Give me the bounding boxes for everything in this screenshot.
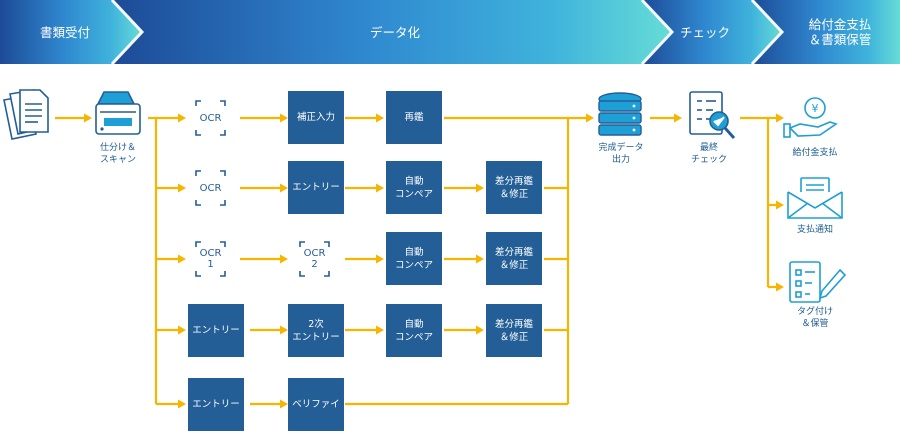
box-diff-review-row2: 差分再鑑 ＆修正	[486, 161, 542, 214]
phase-title-digitization: データ化	[369, 24, 420, 40]
phase-title-payment-storage: 給付金支払 ＆書類保管	[808, 17, 872, 47]
box-diff-review-row3: 差分再鑑 ＆修正	[486, 232, 542, 285]
box-auto-compare-row4: 自動 コンペア	[386, 304, 442, 357]
box-correction-input: 補正入力	[288, 91, 344, 144]
box-auto-compare-row2: 自動 コンペア	[386, 161, 442, 214]
phase-chevron-2	[112, 0, 672, 64]
box-entry-row5: エントリー	[188, 378, 244, 431]
box-verify: ベリファイ	[288, 378, 344, 431]
yen-hand-icon: ¥	[783, 97, 838, 138]
box-second-entry: 2次 エントリー	[288, 304, 344, 357]
phase-banner	[0, 0, 900, 66]
ocr-label-row2: OCR	[199, 182, 222, 194]
notice-label: 支払通知	[796, 225, 833, 235]
phase-title-reception: 書類受付	[39, 24, 90, 40]
box-auto-compare-row3: 自動 コンペア	[386, 232, 442, 285]
phase-chevron-1	[0, 0, 142, 64]
phase-chevron-4	[752, 0, 900, 64]
box-entry-row4: エントリー	[188, 304, 244, 357]
database-icon	[598, 92, 642, 136]
checklist-pen-icon	[789, 261, 847, 303]
flow-connectors	[55, 116, 778, 406]
box-review: 再鑑	[386, 91, 442, 144]
payment-label: 給付金支払	[792, 148, 838, 158]
phase-title-check: チェック	[679, 24, 730, 40]
ocr-label-row1: OCR	[199, 112, 222, 124]
box-entry-row2: エントリー	[288, 161, 344, 214]
envelope-icon	[787, 177, 843, 219]
scanner-icon	[95, 91, 141, 135]
svg-text:¥: ¥	[812, 102, 819, 115]
checklist-magnifier-icon	[689, 91, 736, 140]
ocr-frames	[195, 100, 330, 277]
phase-chevron-3	[642, 0, 782, 64]
documents-icon	[3, 89, 49, 140]
tag-storage-label: タグ付け ＆保管	[796, 307, 833, 329]
scan-label: 仕分け＆ スキャン	[99, 143, 136, 165]
database-label: 完成データ 出力	[598, 143, 644, 165]
box-diff-review-row4: 差分再鑑 ＆修正	[486, 304, 542, 357]
flow-arrowheads	[84, 113, 784, 409]
final-check-label: 最終 チェック	[690, 143, 727, 165]
ocr-label-1: OCR 1	[199, 248, 222, 270]
ocr-label-2: OCR 2	[303, 248, 326, 270]
